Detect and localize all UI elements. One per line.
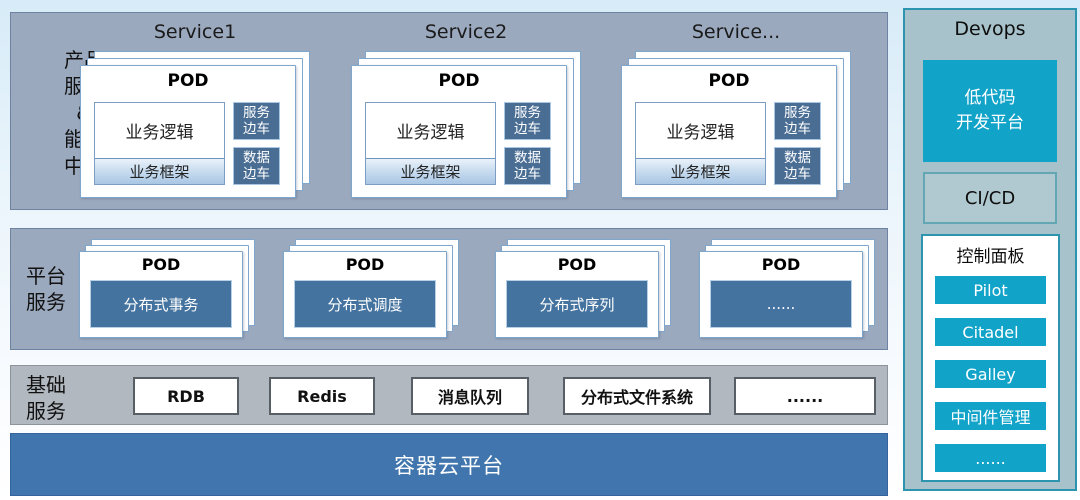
data-sidecar-box: 数据 边车 — [504, 147, 551, 185]
sidecar-column: 服务 边车 数据 边车 — [233, 102, 280, 185]
pod-title: POD — [557, 255, 597, 274]
platform-service-box: ...... — [710, 280, 852, 328]
pod-title: POD — [708, 71, 750, 91]
service-group-1: Service1 POD 业务逻辑 业务框架 服务 边车 数据 边车 — [80, 21, 310, 203]
pod-card: POD ...... — [699, 251, 863, 338]
business-logic-box: 业务逻辑 业务框架 — [94, 102, 225, 185]
band-product-services: 产品 服务 & 能力 中心 Service1 POD 业务逻辑 业务框架 服务 … — [10, 12, 888, 210]
pod-card: POD 业务逻辑 业务框架 服务 边车 数据 边车 — [80, 65, 296, 198]
band-infra-services: 基础 服务 RDB Redis 消息队列 分布式文件系统 ...... — [10, 365, 888, 425]
control-panel-item-citadel: Citadel — [935, 318, 1046, 346]
service-title: Service... — [691, 21, 781, 43]
platform-service-box: 分布式调度 — [294, 280, 436, 328]
control-panel-item-middleware: 中间件管理 — [935, 402, 1046, 430]
control-panel-item-pilot: Pilot — [935, 276, 1046, 304]
pod-body: 业务逻辑 业务框架 服务 边车 数据 边车 — [94, 102, 280, 185]
control-panel-title: 控制面板 — [956, 247, 1025, 267]
service-group-2: Service2 POD 业务逻辑 业务框架 服务 边车 数据 边车 — [351, 21, 581, 203]
infra-box-more: ...... — [734, 377, 876, 415]
band-platform-services: 平台 服务 POD 分布式事务 POD 分布式调度 POD 分布式序列 — [10, 228, 888, 350]
pod-card: POD 分布式序列 — [495, 251, 659, 338]
sidecar-column: 服务 边车 数据 边车 — [504, 102, 551, 185]
platform-service-box: 分布式序列 — [506, 280, 648, 328]
pod-title: POD — [761, 255, 801, 274]
pod-body: 业务逻辑 业务框架 服务 边车 数据 边车 — [365, 102, 551, 185]
business-logic-box: 业务逻辑 业务框架 — [635, 102, 766, 185]
business-logic-label: 业务逻辑 — [125, 123, 194, 143]
platform-pod-stack-3: POD 分布式序列 — [495, 239, 673, 343]
pod-card: POD 分布式事务 — [79, 251, 243, 338]
devops-panel: Devops 低代码 开发平台 CI/CD 控制面板 Pilot Citadel… — [903, 8, 1077, 491]
pod-title: POD — [167, 71, 209, 91]
pod-stack: POD 业务逻辑 业务框架 服务 边车 数据 边车 — [80, 51, 310, 203]
pod-title: POD — [141, 255, 181, 274]
platform-pod-stack-1: POD 分布式事务 — [79, 239, 257, 343]
business-framework-strip: 业务框架 — [366, 158, 495, 184]
sidecar-column: 服务 边车 数据 边车 — [774, 102, 821, 185]
pod-card: POD 分布式调度 — [283, 251, 447, 338]
control-panel-item-galley: Galley — [935, 360, 1046, 388]
devops-title: Devops — [954, 18, 1026, 40]
control-panel: 控制面板 Pilot Citadel Galley 中间件管理 ...... — [921, 234, 1060, 482]
service-title: Service2 — [424, 21, 508, 43]
service-sidecar-box: 服务 边车 — [504, 102, 551, 140]
business-framework-strip: 业务框架 — [95, 158, 224, 184]
business-logic-box: 业务逻辑 业务框架 — [365, 102, 496, 185]
lowcode-platform-box: 低代码 开发平台 — [923, 60, 1057, 162]
platform-pod-stack-2: POD 分布式调度 — [283, 239, 461, 343]
data-sidecar-box: 数据 边车 — [774, 147, 821, 185]
pod-card: POD 业务逻辑 业务框架 服务 边车 数据 边车 — [351, 65, 567, 198]
service-sidecar-box: 服务 边车 — [233, 102, 280, 140]
pod-stack: POD 业务逻辑 业务框架 服务 边车 数据 边车 — [621, 51, 851, 203]
control-panel-item-more: ...... — [935, 444, 1046, 472]
infra-box-redis: Redis — [269, 377, 375, 415]
band-label-platform: 平台 服务 — [26, 264, 66, 315]
business-framework-strip: 业务框架 — [636, 158, 765, 184]
pod-body: 业务逻辑 业务框架 服务 边车 数据 边车 — [635, 102, 821, 185]
pod-stack: POD 业务逻辑 业务框架 服务 边车 数据 边车 — [351, 51, 581, 203]
infra-box-rdb: RDB — [133, 377, 239, 415]
pod-title: POD — [438, 71, 480, 91]
data-sidecar-box: 数据 边车 — [233, 147, 280, 185]
platform-service-box: 分布式事务 — [90, 280, 232, 328]
cicd-box: CI/CD — [923, 172, 1057, 224]
pod-card: POD 业务逻辑 业务框架 服务 边车 数据 边车 — [621, 65, 837, 198]
band-label-infra: 基础 服务 — [26, 373, 66, 424]
service-title: Service1 — [153, 21, 237, 43]
band-container-cloud: 容器云平台 — [10, 433, 888, 496]
infra-box-distributed-fs: 分布式文件系统 — [563, 377, 711, 415]
pod-title: POD — [345, 255, 385, 274]
business-logic-label: 业务逻辑 — [666, 123, 735, 143]
business-logic-label: 业务逻辑 — [396, 123, 465, 143]
service-group-3: Service... POD 业务逻辑 业务框架 服务 边车 数据 边车 — [621, 21, 851, 203]
platform-pod-stack-4: POD ...... — [699, 239, 877, 343]
infra-box-message-queue: 消息队列 — [411, 377, 529, 415]
service-sidecar-box: 服务 边车 — [774, 102, 821, 140]
